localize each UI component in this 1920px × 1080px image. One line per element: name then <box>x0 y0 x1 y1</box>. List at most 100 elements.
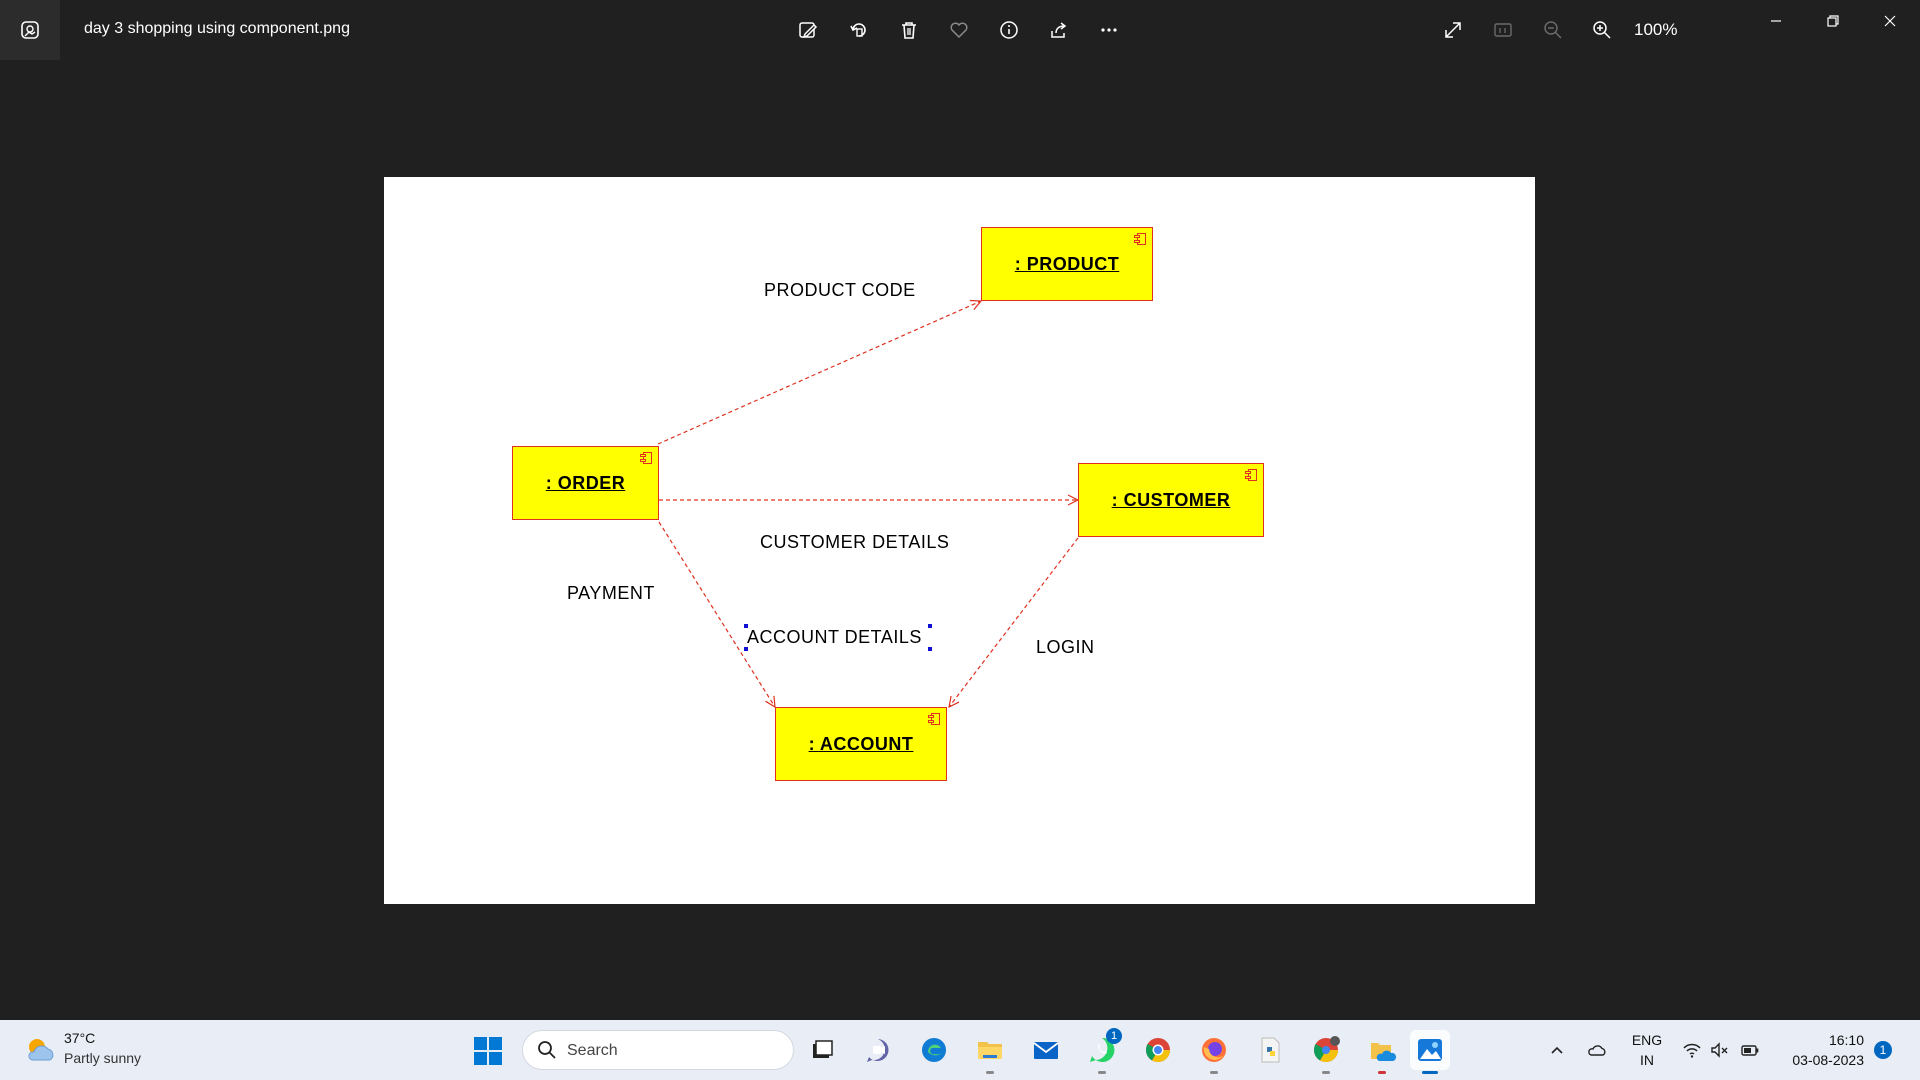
customer-component-name: : CUSTOMER <box>1111 490 1231 510</box>
order-component[interactable]: : ORDER <box>512 446 659 520</box>
clock-date[interactable]: 03-08-2023 <box>1792 1052 1864 1068</box>
photos-icon <box>21 21 39 39</box>
share-icon <box>1051 22 1067 38</box>
partly-sunny-icon[interactable] <box>22 1032 58 1068</box>
edit-image-button[interactable] <box>792 14 824 46</box>
title-bar: day 3 shopping using component.png <box>0 0 1920 60</box>
delete-icon <box>902 22 916 39</box>
product-component-name: : PRODUCT <box>1014 254 1120 274</box>
teams-chat-icon <box>867 1039 889 1062</box>
rotate-button[interactable] <box>843 14 875 46</box>
favorite-button[interactable] <box>943 14 975 46</box>
wifi-button[interactable] <box>1680 1038 1704 1062</box>
label-customer-details[interactable]: CUSTOMER DETAILS <box>760 532 950 552</box>
cloud-icon <box>1588 1045 1606 1056</box>
connector-order-account <box>658 521 775 707</box>
zoom-in-icon <box>1593 21 1611 39</box>
python-button[interactable] <box>1250 1030 1290 1070</box>
running-indicator <box>1210 1071 1218 1074</box>
volume-button[interactable] <box>1708 1038 1732 1062</box>
actual-size-icon <box>1494 23 1512 37</box>
photos-button[interactable] <box>1410 1030 1450 1074</box>
restore-icon <box>1827 15 1839 27</box>
selection-handle[interactable] <box>744 647 748 651</box>
firefox-button[interactable] <box>1194 1030 1234 1074</box>
close-icon <box>1884 15 1896 27</box>
connector-customer-account <box>949 537 1079 707</box>
wifi-icon <box>1683 1043 1701 1058</box>
language-indicator[interactable]: ENG <box>1631 1032 1663 1048</box>
info-icon <box>1000 21 1018 39</box>
whatsapp-button[interactable]: 1 <box>1082 1028 1122 1074</box>
chrome-profile-button[interactable] <box>1306 1030 1346 1074</box>
minimize-button[interactable] <box>1753 6 1799 36</box>
weather-description[interactable]: Partly sunny <box>64 1050 142 1066</box>
fullscreen-button[interactable] <box>1437 14 1469 46</box>
share-button[interactable] <box>1043 14 1075 46</box>
component-icon <box>640 452 652 464</box>
whatsapp-icon <box>1090 1037 1115 1062</box>
input-region[interactable]: IN <box>1640 1052 1654 1068</box>
python-file-icon <box>1261 1037 1280 1063</box>
clock-time[interactable]: 16:10 <box>1828 1032 1864 1048</box>
rotate-icon <box>850 23 866 37</box>
running-indicator <box>1098 1071 1106 1074</box>
zoom-out-icon <box>1544 21 1562 39</box>
taskbar-search-box[interactable]: Search <box>522 1030 794 1070</box>
running-indicator <box>1378 1071 1386 1074</box>
onedrive-tray-button[interactable] <box>1585 1038 1609 1062</box>
zoom-out-button[interactable] <box>1537 14 1569 46</box>
mail-button[interactable] <box>1026 1030 1066 1070</box>
customer-component[interactable]: : CUSTOMER <box>1078 463 1264 537</box>
task-view-icon <box>813 1040 833 1058</box>
favorite-icon <box>950 22 968 39</box>
more-button[interactable] <box>1093 14 1125 46</box>
volume-muted-icon <box>1711 1042 1728 1058</box>
delete-button[interactable] <box>893 14 925 46</box>
zoom-in-button[interactable] <box>1586 14 1618 46</box>
connector-order-product <box>657 301 981 445</box>
file-explorer-button[interactable] <box>970 1030 1010 1074</box>
taskbar: 37°C Partly sunny Search <box>0 1020 1920 1080</box>
label-login[interactable]: LOGIN <box>1036 637 1095 657</box>
mail-icon <box>1033 1042 1059 1059</box>
component-icon <box>1134 233 1146 245</box>
onedrive-folder-button[interactable] <box>1362 1030 1402 1074</box>
label-account-details[interactable]: ACCOUNT DETAILS <box>747 627 922 647</box>
chrome-button[interactable] <box>1138 1030 1178 1070</box>
show-hidden-icons-button[interactable] <box>1545 1038 1569 1062</box>
close-button[interactable] <box>1867 6 1913 36</box>
chrome-profile-icon <box>1313 1036 1340 1063</box>
component-icon <box>928 713 940 725</box>
edit-image-icon <box>799 22 818 39</box>
teams-button[interactable] <box>858 1030 898 1070</box>
restore-button[interactable] <box>1810 6 1856 36</box>
battery-button[interactable] <box>1738 1038 1762 1062</box>
task-view-button[interactable] <box>802 1030 842 1070</box>
zoom-level[interactable]: 100% <box>1634 20 1678 39</box>
account-component[interactable]: : ACCOUNT <box>775 707 947 781</box>
weather-temperature[interactable]: 37°C <box>64 1030 96 1046</box>
file-name: day 3 shopping using component.png <box>84 20 350 37</box>
photos-app-icon[interactable] <box>0 0 60 60</box>
whatsapp-badge: 1 <box>1106 1028 1122 1044</box>
actual-size-button[interactable] <box>1487 14 1519 46</box>
edge-icon <box>922 1038 946 1062</box>
info-button[interactable] <box>993 14 1025 46</box>
image-canvas[interactable]: : PRODUCT : ORDER : CUSTOMER : ACCOUNT P… <box>384 177 1535 904</box>
search-icon <box>538 1041 556 1059</box>
account-component-name: : ACCOUNT <box>808 734 914 754</box>
label-payment[interactable]: PAYMENT <box>567 583 655 603</box>
folder-icon <box>978 1042 1002 1059</box>
selection-handle[interactable] <box>928 624 932 628</box>
windows-start-icon[interactable] <box>472 1035 504 1067</box>
selection-handle[interactable] <box>744 624 748 628</box>
edge-button[interactable] <box>914 1030 954 1070</box>
chrome-icon <box>1145 1038 1170 1063</box>
label-product-code[interactable]: PRODUCT CODE <box>764 280 916 300</box>
product-component[interactable]: : PRODUCT <box>981 227 1153 301</box>
order-component-name: : ORDER <box>545 473 626 493</box>
selection-handle[interactable] <box>928 647 932 651</box>
notification-badge[interactable]: 1 <box>1874 1041 1892 1059</box>
component-icon <box>1245 469 1257 481</box>
